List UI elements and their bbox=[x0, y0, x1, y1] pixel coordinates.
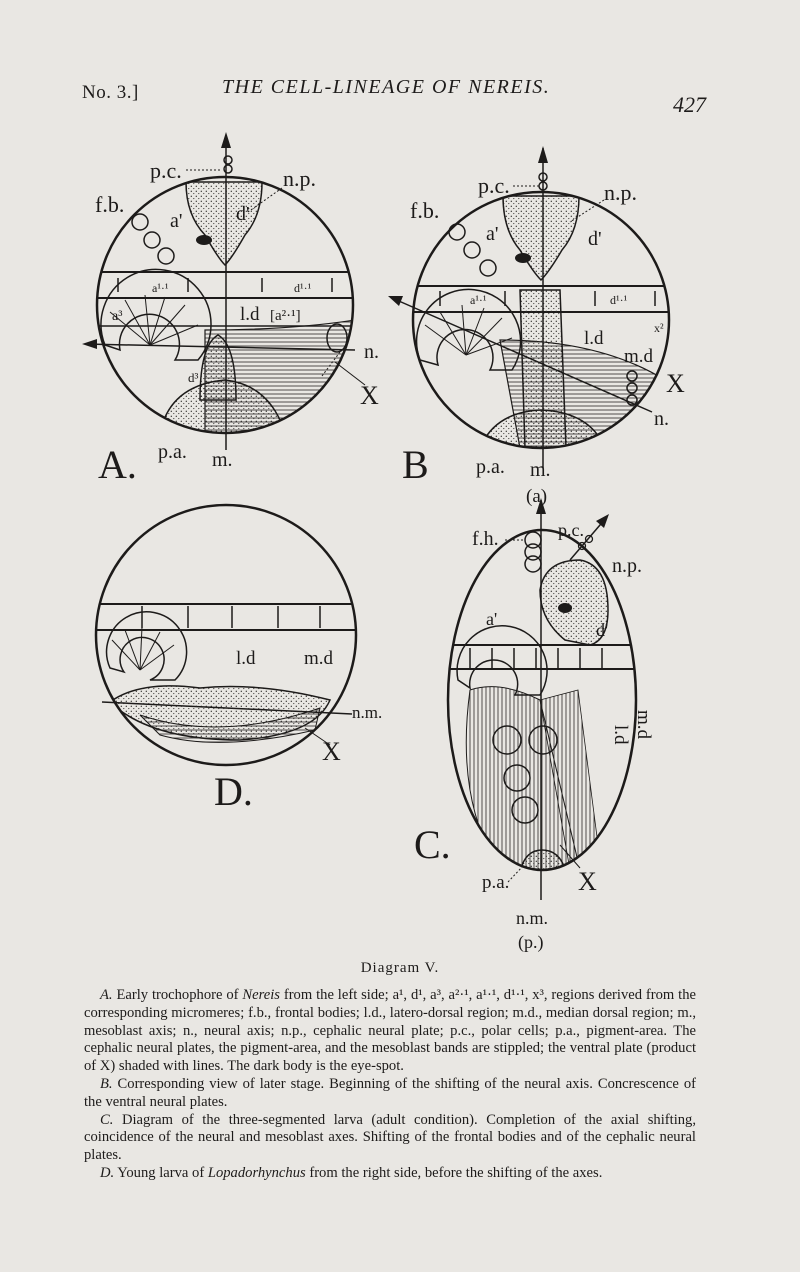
caption-letter-b: B. bbox=[100, 1075, 113, 1092]
caption-heading: Diagram V. bbox=[360, 960, 440, 976]
label-md-b: m.d bbox=[624, 346, 654, 367]
caption-paragraph-b: B. Corresponding view of later stage. Be… bbox=[84, 1076, 696, 1112]
page-number: 427 bbox=[673, 92, 706, 117]
label-x-d: X bbox=[322, 737, 341, 766]
label-pa-b: p.a. bbox=[476, 456, 505, 478]
label-a11-b: a¹·¹ bbox=[470, 293, 487, 307]
label-pc-b: p.c. bbox=[478, 173, 510, 198]
panel-d: l.d m.d n.m. X D. bbox=[94, 503, 382, 814]
label-a-paren-c: (a) bbox=[526, 486, 547, 507]
panel-c: (a) f.h. p.c. n.p. a' d' l.d m.d p.a. X … bbox=[414, 486, 654, 953]
caption-letter-d: D. bbox=[100, 1164, 115, 1181]
diagram-figure: p.c. n.p. f.b. a' d' a¹·¹ d¹·¹ a³ l.d [a… bbox=[82, 132, 685, 953]
panel-label-a: A. bbox=[98, 442, 137, 487]
label-ld-a: l.d bbox=[240, 304, 260, 325]
label-np-a: n.p. bbox=[283, 166, 316, 191]
eye-spot-a bbox=[196, 235, 212, 245]
label-a21-a: [a²·¹] bbox=[270, 308, 301, 324]
caption-paragraph-d: D. Young larva of Lopadorhynchus from th… bbox=[84, 1165, 696, 1183]
panel-label-d: D. bbox=[214, 769, 253, 814]
label-n-a: n. bbox=[364, 341, 379, 363]
label-np-b: n.p. bbox=[604, 180, 637, 205]
running-title: THE CELL-LINEAGE OF NEREIS. bbox=[222, 76, 551, 98]
label-nm-c: n.m. bbox=[516, 908, 548, 928]
label-a3-a: a³ bbox=[112, 309, 122, 324]
caption-letter-c: C. bbox=[100, 1111, 114, 1128]
caption-paragraph-c: C. Diagram of the three-segmented larva … bbox=[84, 1112, 696, 1165]
label-d11-b: d¹·¹ bbox=[610, 293, 628, 307]
label-np-c: n.p. bbox=[612, 555, 642, 577]
label-a1-b: a' bbox=[486, 223, 498, 245]
label-fh-c: f.h. bbox=[472, 528, 499, 550]
eye-spot-c bbox=[558, 603, 572, 613]
label-nm-d: n.m. bbox=[352, 703, 382, 722]
caption-d-genus: Lopadorhynchus bbox=[207, 1164, 306, 1181]
caption-letter-a: A. bbox=[100, 987, 113, 1003]
label-md-d: m.d bbox=[304, 648, 334, 669]
label-d11-a: d¹·¹ bbox=[294, 281, 312, 295]
label-ld-c: l.d bbox=[610, 725, 631, 745]
caption-a-rest: from the left side; a¹, d¹, a³, a²·¹, a¹… bbox=[84, 987, 696, 1075]
panel-a: p.c. n.p. f.b. a' d' a¹·¹ d¹·¹ a³ l.d [a… bbox=[82, 132, 379, 487]
label-n-b: n. bbox=[654, 408, 669, 430]
label-ld-b: l.d bbox=[584, 328, 604, 349]
label-a1-a: a' bbox=[170, 210, 182, 232]
caption-paragraph-a: A. Early trochophore of Nereis from the … bbox=[84, 987, 696, 1076]
caption-a-genus: Nereis bbox=[242, 987, 280, 1003]
journal-number: No. 3.] bbox=[82, 82, 139, 103]
label-fb-b: f.b. bbox=[410, 198, 439, 223]
label-a11-a: a¹·¹ bbox=[152, 281, 169, 295]
label-m-b: m. bbox=[530, 459, 551, 481]
caption-d-rest: from the right side, before the shifting… bbox=[305, 1164, 603, 1181]
label-pa-a: p.a. bbox=[158, 441, 187, 463]
panel-label-c: C. bbox=[414, 822, 451, 867]
panel-label-b: B bbox=[402, 442, 429, 487]
eye-spot-b bbox=[515, 253, 531, 263]
label-d1-a: d' bbox=[236, 203, 250, 225]
label-d1-b: d' bbox=[588, 228, 602, 250]
label-md-c: m.d bbox=[633, 710, 654, 740]
label-d3-a: d³ bbox=[188, 370, 199, 385]
label-pc-c: p.c. bbox=[558, 520, 584, 540]
caption-body: A. Early trochophore of Nereis from the … bbox=[84, 987, 696, 1183]
label-x-c: X bbox=[578, 867, 597, 896]
label-a1-c: a' bbox=[486, 609, 497, 629]
panel-b: p.c. n.p. f.b. a' d' a¹·¹ d¹·¹ l.d x² m.… bbox=[388, 146, 685, 487]
label-x-b: X bbox=[666, 369, 685, 398]
caption-c-text: Diagram of the three-segmented larva (ad… bbox=[84, 1111, 696, 1164]
label-x-a: X bbox=[360, 381, 379, 410]
label-p-paren-c: (p.) bbox=[518, 932, 544, 953]
label-fb-a: f.b. bbox=[95, 192, 124, 217]
running-head: No. 3.] THE CELL-LINEAGE OF NEREIS. 427 bbox=[82, 76, 706, 117]
label-pa-c: p.a. bbox=[482, 872, 509, 893]
label-ld-d: l.d bbox=[236, 648, 256, 669]
label-d1-c: d' bbox=[596, 620, 608, 640]
caption-b-text: Corresponding view of later stage. Begin… bbox=[84, 1075, 696, 1110]
caption-a-text: Early trochophore of bbox=[112, 987, 243, 1003]
label-pc-a: p.c. bbox=[150, 158, 182, 183]
label-x2-b: x² bbox=[654, 321, 664, 335]
label-m-a: m. bbox=[212, 449, 233, 471]
caption-d-text: Young larva of bbox=[114, 1164, 208, 1181]
